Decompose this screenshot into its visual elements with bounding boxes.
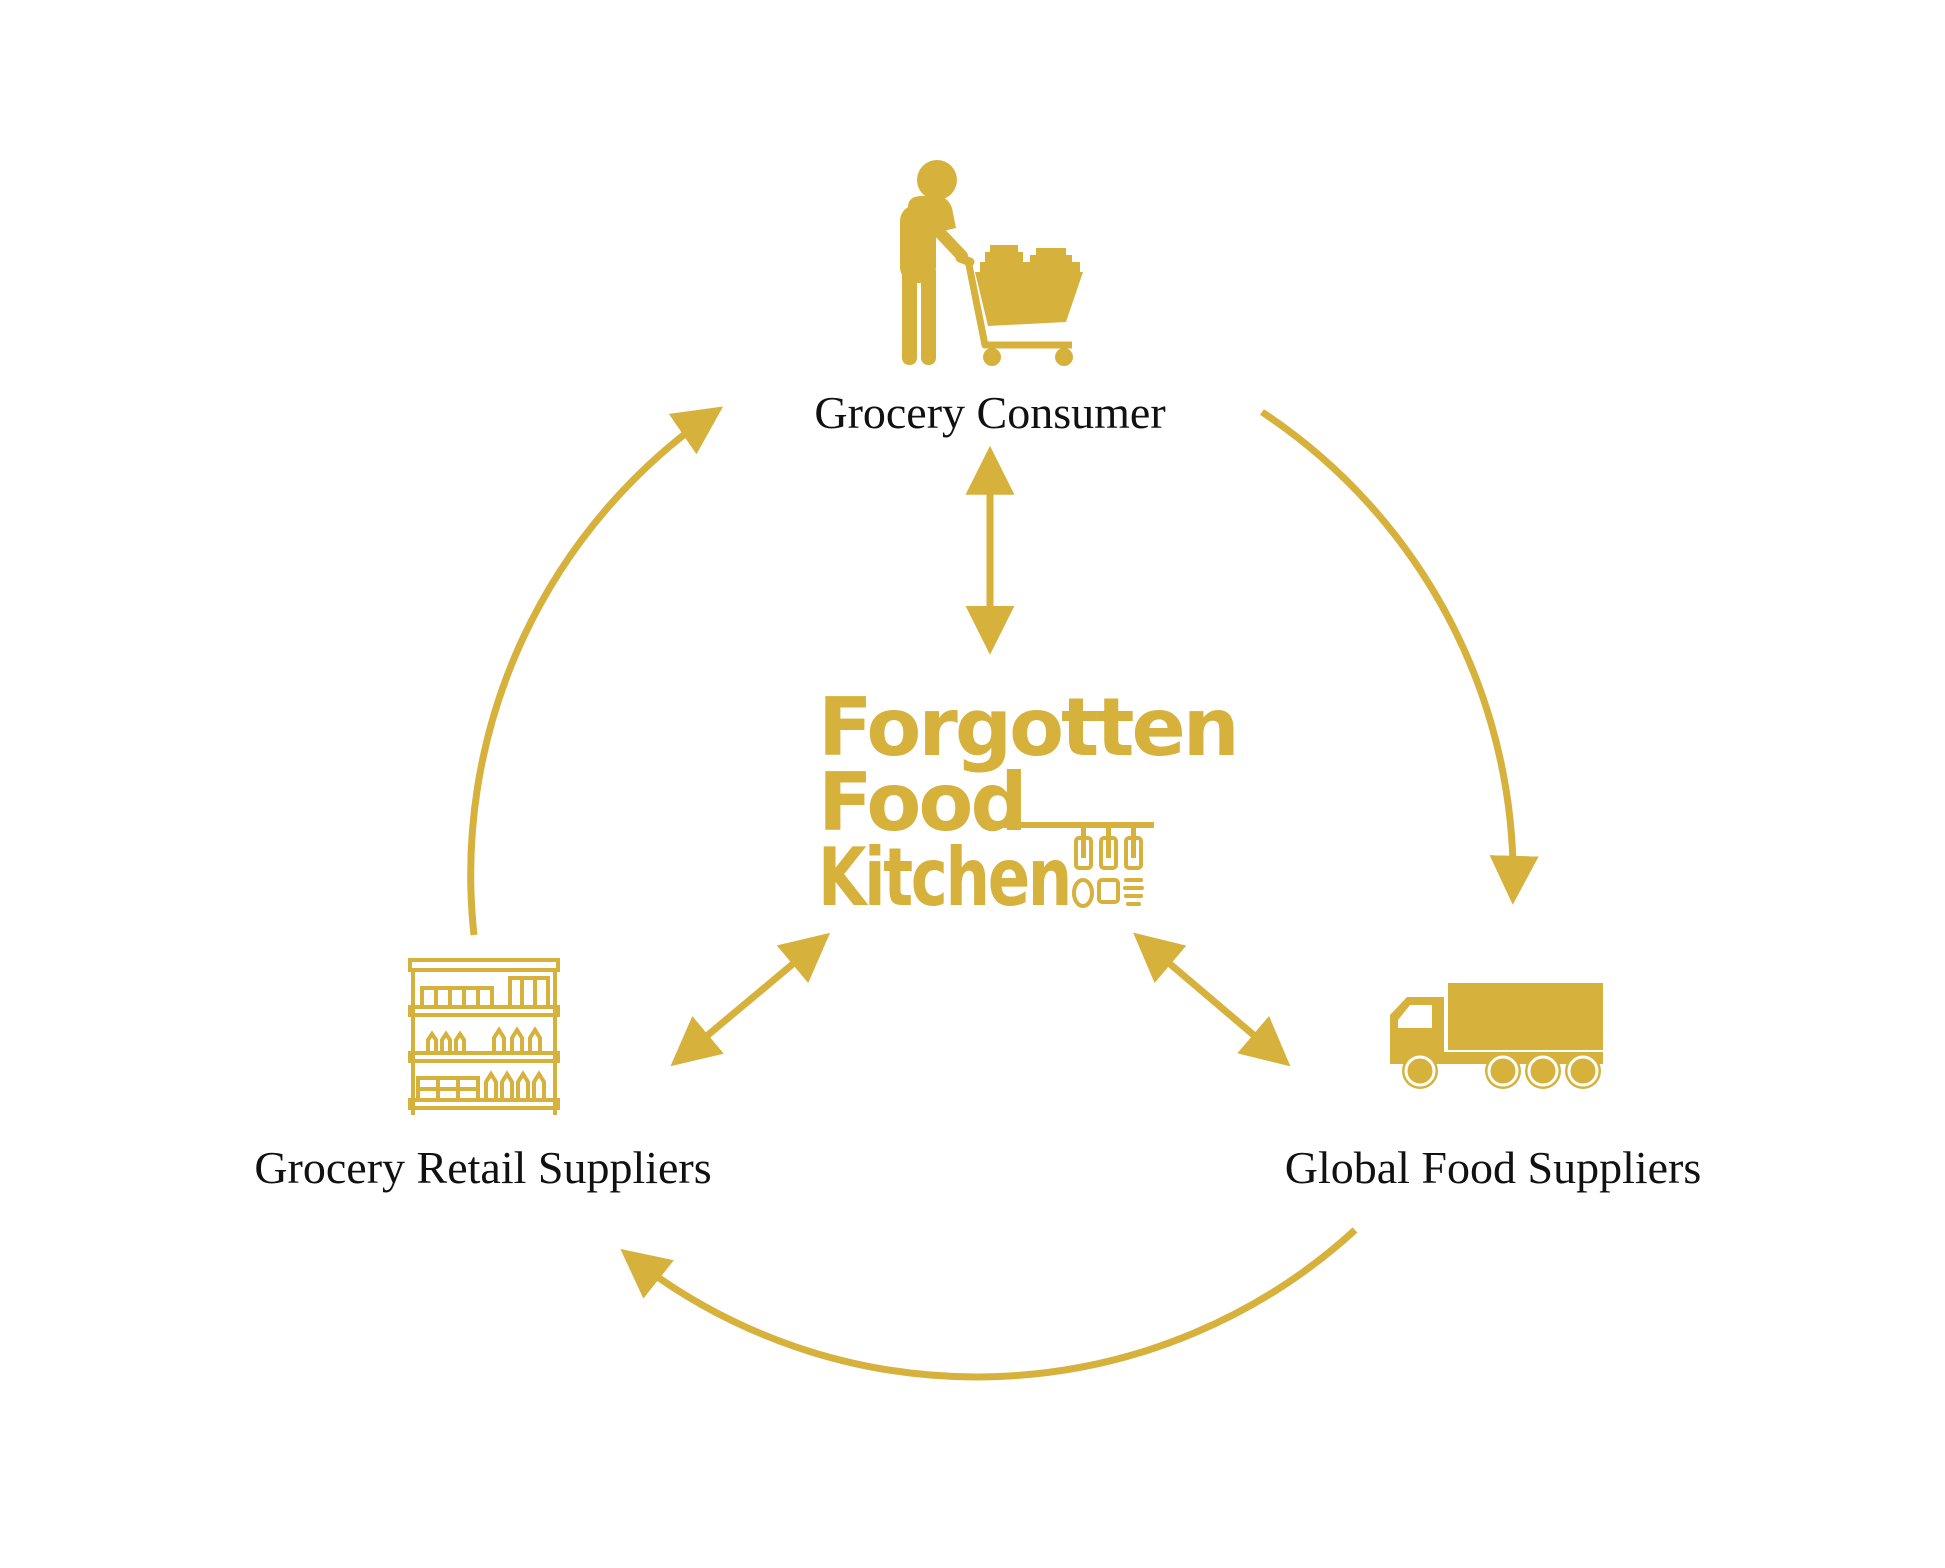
hub-arrow-global <box>1133 932 1291 1067</box>
label-global-food-suppliers: Global Food Suppliers <box>1285 1142 1702 1193</box>
label-grocery-retail-suppliers: Grocery Retail Suppliers <box>254 1142 711 1193</box>
cycle-arrow-global-to-retail <box>620 1227 1358 1381</box>
cycle-arrow-consumer-to-global <box>1260 409 1539 905</box>
logo-line-3: Kitchen <box>818 831 1070 924</box>
store-shelves-icon <box>408 958 560 1115</box>
forgotten-food-kitchen-logo: Forgotten Food Kitchen <box>818 681 1240 924</box>
kitchen-utensils-icon <box>982 822 1154 908</box>
shopper-with-cart-icon <box>900 160 1083 366</box>
logo-line-2: Food <box>818 756 1025 849</box>
node-grocery-consumer: Grocery Consumer <box>814 160 1166 438</box>
node-grocery-retail-suppliers: Grocery Retail Suppliers <box>254 958 712 1193</box>
cycle-arrow-retail-to-consumer <box>467 406 724 936</box>
node-global-food-suppliers: Global Food Suppliers <box>1285 983 1702 1193</box>
hub-arrow-retail <box>670 932 831 1067</box>
delivery-truck-icon <box>1390 983 1603 1089</box>
logo-line-1: Forgotten <box>818 681 1237 774</box>
label-grocery-consumer: Grocery Consumer <box>814 387 1165 438</box>
